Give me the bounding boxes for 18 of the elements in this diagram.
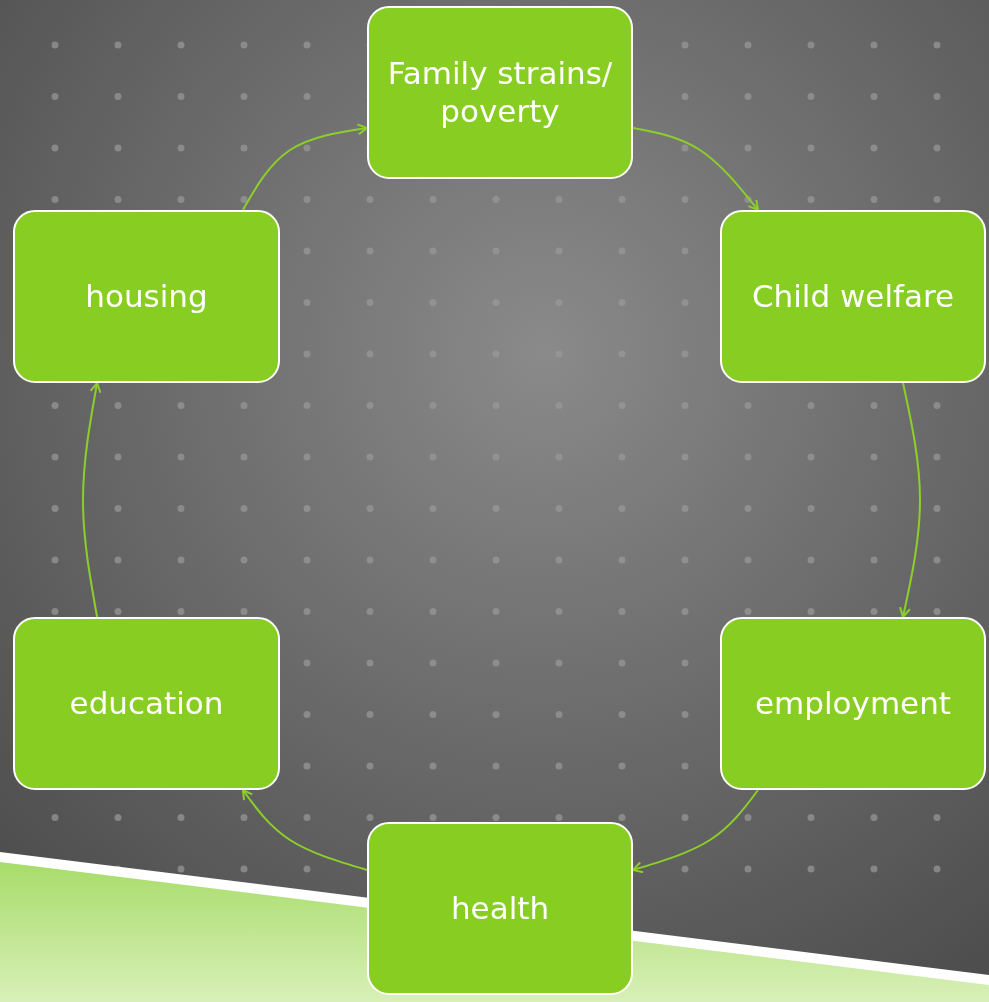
arrow [632, 789, 760, 874]
arrow [241, 789, 368, 871]
arrow [82, 382, 102, 618]
process-box [720, 210, 986, 383]
box-label: housing [84, 277, 209, 316]
box-label: health [449, 889, 551, 928]
process-box [13, 210, 280, 383]
process-box [367, 6, 633, 179]
process-box [367, 822, 633, 995]
arrow [899, 382, 921, 618]
box-label: education [68, 684, 225, 723]
arrow [241, 123, 368, 211]
arrow [632, 126, 760, 211]
process-box [13, 617, 280, 790]
box-label: Child welfare [750, 277, 956, 316]
box-label: employment [754, 684, 952, 723]
process-box [720, 617, 986, 790]
box-label: Family strains/ poverty [386, 55, 614, 130]
